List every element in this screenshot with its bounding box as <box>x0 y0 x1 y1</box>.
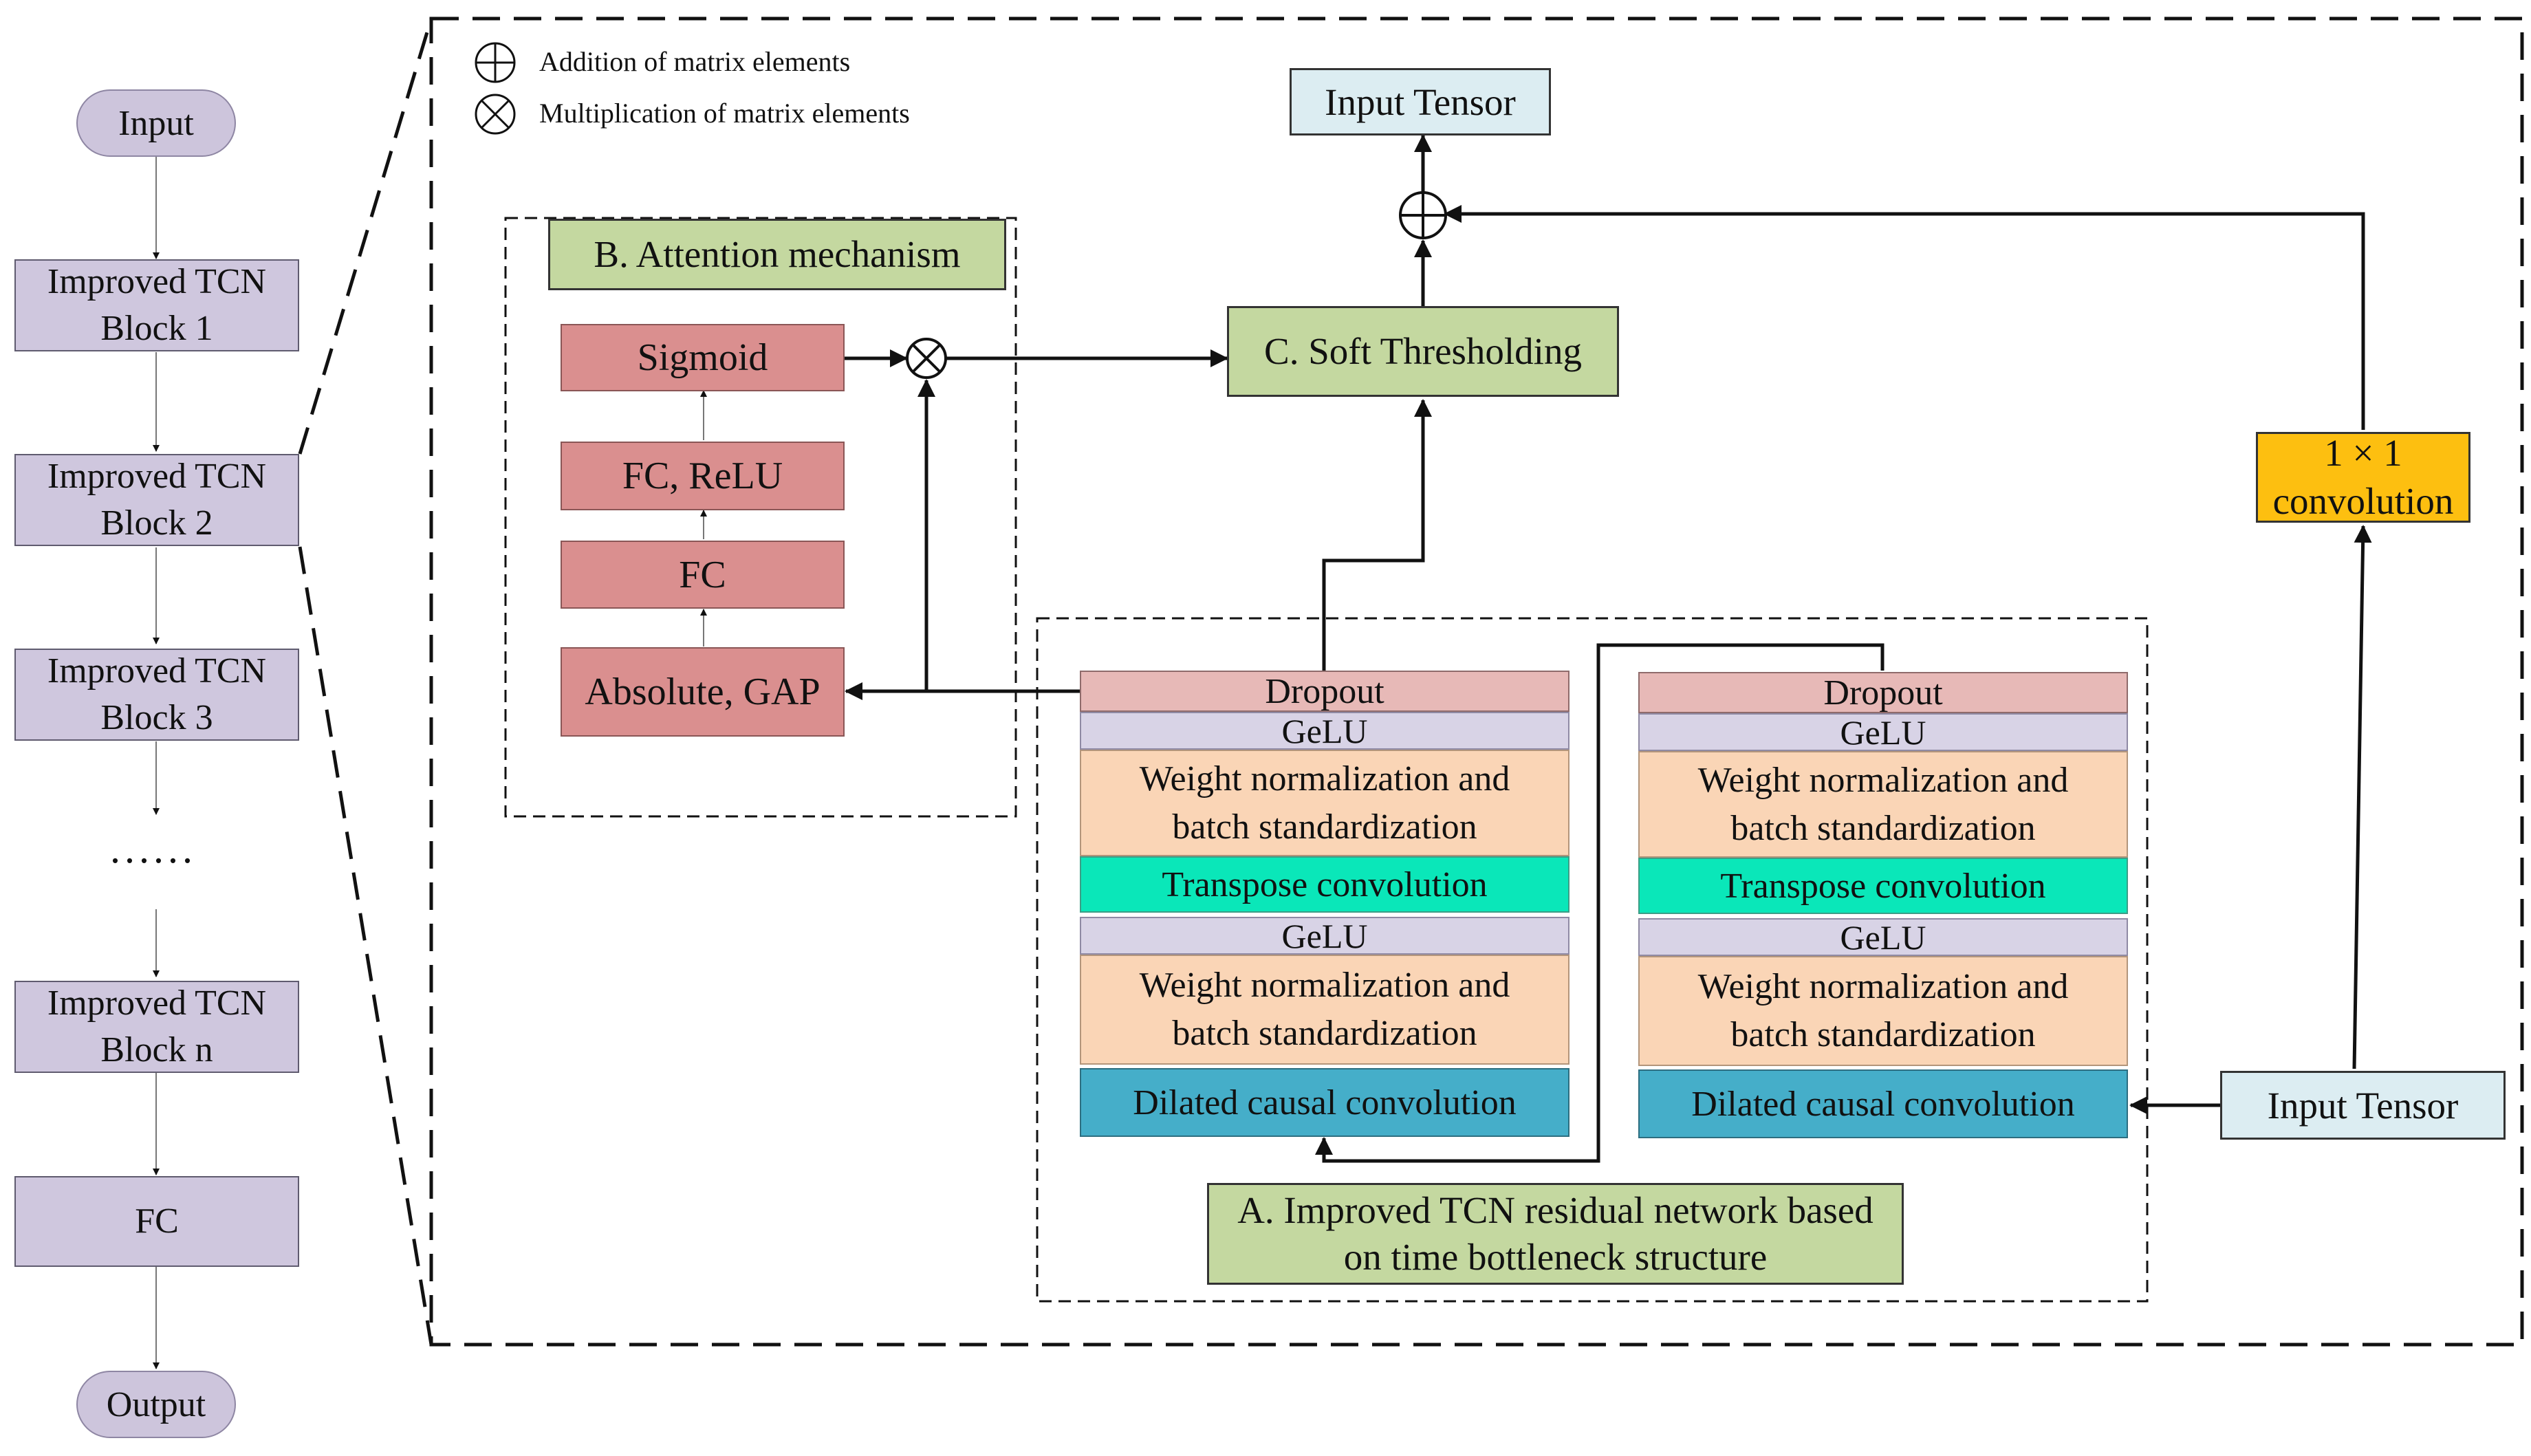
right-weightnorm-1-line1: Weight normalization and <box>1697 760 2069 800</box>
conv-1x1-line1: 1 × 1 <box>2324 432 2402 474</box>
right-weightnorm-2-line1: Weight normalization and <box>1697 967 2069 1006</box>
tcn-block-2-line2: Block 2 <box>100 503 213 543</box>
tcn-frame <box>1036 617 2149 1303</box>
arrow-conv-add <box>1444 205 2365 430</box>
attention-fc-block: FC <box>561 541 845 609</box>
right-dropout-layer: Dropout <box>1638 672 2128 713</box>
right-transpose-conv-layer: Transpose convolution <box>1638 858 2128 914</box>
right-weightnorm-layer-2: Weight normalization and batch standardi… <box>1638 956 2128 1066</box>
arrow-input-conv <box>2352 525 2372 1069</box>
arrow-tcn-softthreshold <box>1322 399 1432 671</box>
right-weightnorm-layer-1: Weight normalization and batch standardi… <box>1638 751 2128 858</box>
left-dropout-layer: Dropout <box>1080 671 1569 712</box>
tcn-block-1-line2: Block 1 <box>100 309 213 348</box>
tcn-block-1: Improved TCN Block 1 <box>14 259 299 351</box>
left-weightnorm-layer-2: Weight normalization and batch standardi… <box>1080 955 1569 1065</box>
left-gelu-layer-2: GeLU <box>1080 917 1569 955</box>
tcn-block-3-line1: Improved TCN <box>47 651 267 691</box>
input-node: Input <box>76 89 236 157</box>
left-weightnorm-2-line2: batch standardization <box>1172 1014 1477 1053</box>
tcn-block-1-line1: Improved TCN <box>47 262 267 301</box>
detail-frame <box>429 17 2524 1347</box>
legend-addition-label: Addition of matrix elements <box>539 46 851 77</box>
tcn-block-2-line1: Improved TCN <box>47 457 267 496</box>
right-dilated-conv-layer: Dilated causal convolution <box>1638 1069 2128 1138</box>
right-gelu-layer-1: GeLU <box>1638 713 2128 752</box>
fc-relu-block: FC, ReLU <box>561 442 845 510</box>
attention-frame <box>504 217 1017 818</box>
tcn-block-n-line2: Block n <box>100 1030 213 1069</box>
attention-title: B. Attention mechanism <box>548 219 1006 290</box>
arrow-rightblock-leftblock <box>1315 643 1884 1163</box>
legend-multiplication-label: Multiplication of matrix elements <box>539 98 910 129</box>
input-tensor-right: Input Tensor <box>2220 1071 2506 1140</box>
tcn-block-2: Improved TCN Block 2 <box>14 454 299 546</box>
tcn-block-n: Improved TCN Block n <box>14 981 299 1073</box>
sigmoid-block: Sigmoid <box>561 324 845 391</box>
right-gelu-layer-2: GeLU <box>1638 918 2128 957</box>
tcn-title: A. Improved TCN residual network based o… <box>1207 1183 1904 1285</box>
tcn-block-3-line2: Block 3 <box>100 698 213 737</box>
pipeline-ellipsis: ...... <box>110 826 197 871</box>
conv-1x1-line2: convolution <box>2272 480 2454 522</box>
left-gelu-layer-1: GeLU <box>1080 712 1569 750</box>
tcn-block-3: Improved TCN Block 3 <box>14 649 299 741</box>
output-node: Output <box>76 1371 236 1438</box>
left-dilated-conv-layer: Dilated causal convolution <box>1080 1068 1569 1137</box>
tcn-title-line2: on time bottleneck structure <box>1343 1236 1768 1278</box>
left-weightnorm-layer-1: Weight normalization and batch standardi… <box>1080 750 1569 856</box>
zoom-line-bottom <box>298 546 433 1345</box>
left-weightnorm-1-line1: Weight normalization and <box>1139 759 1510 798</box>
input-tensor-top: Input Tensor <box>1290 68 1551 135</box>
right-weightnorm-1-line2: batch standardization <box>1730 808 2036 848</box>
left-weightnorm-2-line1: Weight normalization and <box>1139 966 1510 1005</box>
right-weightnorm-2-line2: batch standardization <box>1730 1015 2036 1054</box>
legend-multiply-icon <box>475 94 516 135</box>
tcn-block-n-line1: Improved TCN <box>47 984 267 1023</box>
fc-block: FC <box>14 1176 299 1267</box>
zoom-line-top <box>298 18 433 455</box>
add-operator-icon <box>1399 191 1447 239</box>
left-transpose-conv-layer: Transpose convolution <box>1080 856 1569 913</box>
multiply-operator-icon <box>906 338 947 379</box>
legend-add-icon <box>475 42 516 83</box>
abs-gap-block: Absolute, GAP <box>561 647 845 737</box>
soft-thresholding-block: C. Soft Thresholding <box>1227 306 1619 397</box>
left-weightnorm-1-line2: batch standardization <box>1172 807 1477 847</box>
tcn-title-line1: A. Improved TCN residual network based <box>1237 1189 1873 1231</box>
conv-1x1-block: 1 × 1 convolution <box>2256 432 2470 523</box>
